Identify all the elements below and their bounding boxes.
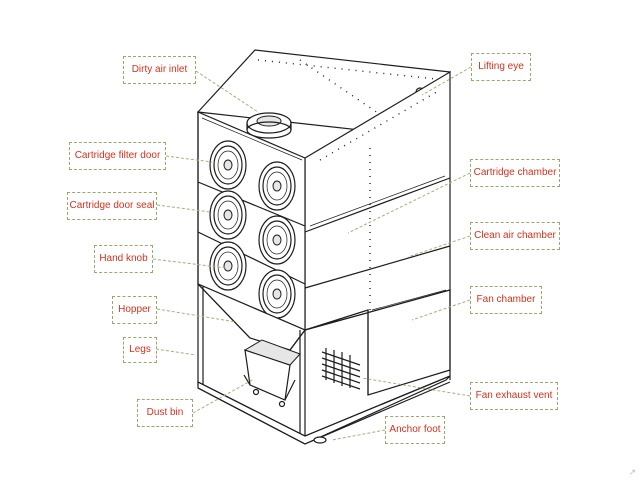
fan-exhaust-vent-grille: [321, 348, 361, 390]
label-cartridge-filter-door: Cartridge filter door: [69, 142, 166, 170]
label-cartridge-door-seal: Cartridge door seal: [67, 192, 157, 220]
anchor-foot: [313, 436, 327, 444]
label-cartridge-chamber: Cartridge chamber: [470, 159, 560, 187]
label-lifting-eye: Lifting eye: [471, 53, 531, 81]
label-hopper: Hopper: [112, 296, 157, 324]
watermark: ↗: [628, 467, 636, 477]
label-dust-bin: Dust bin: [137, 399, 193, 427]
label-anchor-foot: Anchor foot: [385, 416, 445, 444]
base-frame: [197, 375, 451, 445]
legs: [197, 284, 451, 440]
label-hand-knob: Hand knob: [94, 245, 153, 273]
label-fan-chamber: Fan chamber: [470, 286, 542, 314]
dirty-air-inlet-opening: [256, 115, 282, 127]
dust-bin: [243, 339, 301, 408]
label-legs: Legs: [123, 337, 157, 363]
leader-lines: [152, 66, 472, 441]
label-clean-air-chamber: Clean air chamber: [470, 222, 560, 250]
label-fan-exhaust-vent: Fan exhaust vent: [470, 382, 558, 410]
label-dirty-air-inlet: Dirty air inlet: [123, 56, 196, 84]
cartridge-filter-doors: [209, 140, 296, 319]
fan-chamber: [304, 289, 451, 396]
